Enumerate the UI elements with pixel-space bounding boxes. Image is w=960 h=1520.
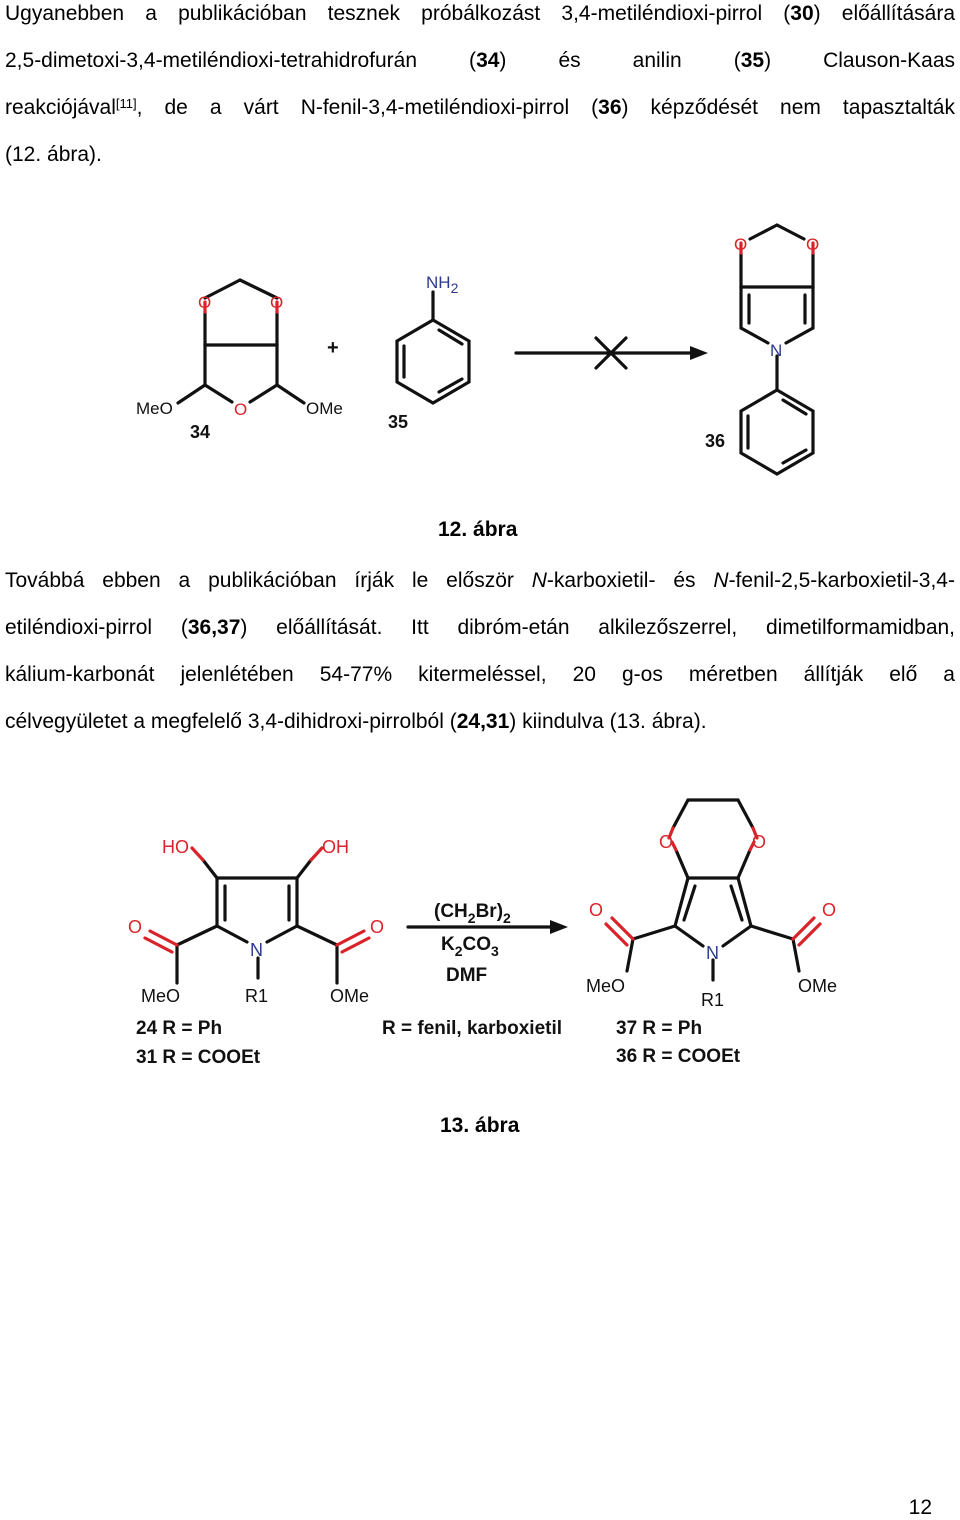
nitrogen-atom: N xyxy=(250,940,263,960)
para1-line4: (12. ábra). xyxy=(5,143,102,166)
reagent-solvent: DMF xyxy=(446,965,487,986)
plus-sign: + xyxy=(327,337,339,359)
compound-label-35: 35 xyxy=(388,412,408,432)
carbonyl-oxygen: O xyxy=(370,917,384,937)
para1-line3: reakciójával[11], de a várt N-fenil-3,4-… xyxy=(5,96,955,119)
para2-line2: etiléndioxi-pirrol (36,37) előállítását.… xyxy=(5,616,956,639)
oxygen-atom: O xyxy=(734,235,747,254)
reagent-dibromoethane: (CH2Br)2 xyxy=(434,901,511,926)
methoxy-label: OMe xyxy=(306,399,343,418)
carbonyl-oxygen: O xyxy=(128,917,142,937)
reagent-potassium-carbonate: K2CO3 xyxy=(441,934,499,959)
hydroxyl-label: HO xyxy=(162,837,189,857)
oxygen-atom: O xyxy=(752,832,766,852)
legend-left-line2: 31 R = COOEt xyxy=(136,1047,261,1068)
oxygen-atom: O xyxy=(198,293,211,312)
compound-label-34: 34 xyxy=(190,422,210,442)
reference-marker: [11] xyxy=(115,96,137,111)
oxygen-atom: O xyxy=(806,235,819,254)
paragraph-2: Továbbá ebben a publikációban írják le e… xyxy=(5,557,955,745)
oxygen-atom: O xyxy=(659,832,673,852)
r1-label: R1 xyxy=(701,990,724,1010)
compound-label-36: 36 xyxy=(705,431,725,451)
methoxy-label: MeO xyxy=(586,976,625,996)
methoxy-label: MeO xyxy=(141,986,180,1006)
legend-right-line2: 36 R = COOEt xyxy=(616,1046,741,1067)
nitrogen-atom: N xyxy=(706,943,719,963)
carbonyl-oxygen: O xyxy=(589,900,603,920)
para1-line1: Ugyanebben a publikációban tesznek próbá… xyxy=(5,2,955,25)
para1-line2: 2,5-dimetoxi-3,4-metiléndioxi-tetrahidro… xyxy=(5,49,956,72)
legend-middle: R = fenil, karboxietil xyxy=(382,1018,562,1039)
r1-label: R1 xyxy=(245,986,268,1006)
para2-line3: kálium-karbonát jelenlétében 54-77% kite… xyxy=(5,663,955,686)
legend-left-line1: 24 R = Ph xyxy=(136,1018,222,1039)
para2-line1: Továbbá ebben a publikációban írják le e… xyxy=(5,569,955,592)
para2-line4: célvegyületet a megfelelő 3,4-dihidroxi-… xyxy=(5,710,707,733)
reaction-arrow-head xyxy=(690,346,708,360)
reaction-arrow-head xyxy=(550,920,568,934)
oxygen-atom: O xyxy=(234,400,247,419)
methoxy-label: OMe xyxy=(798,976,837,996)
methoxy-label: OMe xyxy=(330,986,369,1006)
figure-12-caption: 12. ábra xyxy=(438,518,518,541)
carbonyl-oxygen: O xyxy=(822,900,836,920)
figure-12-scheme: O O O O O N NH2 MeO OMe 34 35 36 + xyxy=(136,223,819,476)
nitrogen-atom: N xyxy=(770,341,782,360)
page-number: 12 xyxy=(908,1496,932,1519)
legend-right-line1: 37 R = Ph xyxy=(616,1018,702,1039)
oxygen-atom: O xyxy=(270,293,283,312)
paragraph-1: Ugyanebben a publikációban tesznek próbá… xyxy=(5,0,955,178)
amine-group: NH2 xyxy=(426,273,459,296)
figure-13-scheme: HO OH O O N R1 MeO OMe O O O O N R1 MeO … xyxy=(128,798,837,1068)
methoxy-label: MeO xyxy=(136,399,173,418)
hydroxyl-label: OH xyxy=(322,837,349,857)
figure-13-caption: 13. ábra xyxy=(440,1114,520,1137)
